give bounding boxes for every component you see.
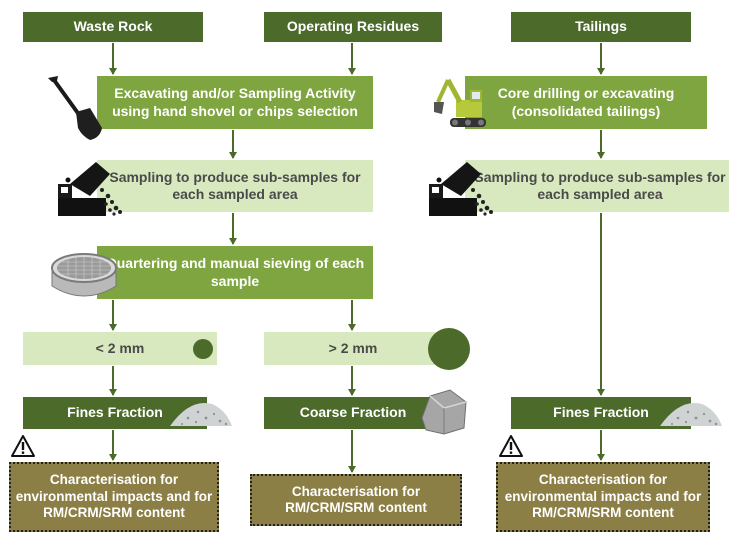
warning-icon bbox=[499, 435, 523, 457]
dump-truck-icon bbox=[429, 162, 493, 216]
small-particle-icon bbox=[193, 339, 213, 359]
tailings-box: Tailings bbox=[511, 12, 691, 42]
core-drilling-box: Core drilling or excavating (consolidate… bbox=[465, 76, 707, 129]
fines-pile-icon bbox=[170, 402, 232, 426]
fines-fraction-right-box: Fines Fraction bbox=[511, 397, 691, 429]
characterisation-env-right-box: Characterisation for environmental impac… bbox=[496, 462, 710, 532]
quartering-box: Quartering and manual sieving of each sa… bbox=[97, 246, 373, 299]
gt-2mm-box: > 2 mm bbox=[264, 332, 442, 365]
sampling-right-box: Sampling to produce sub-samples for each… bbox=[465, 160, 729, 212]
sampling-left-box: Sampling to produce sub-samples for each… bbox=[97, 160, 373, 212]
lt-2mm-box: < 2 mm bbox=[23, 332, 217, 365]
excavator-icon bbox=[434, 78, 486, 127]
sieve-icon bbox=[51, 253, 117, 297]
waste-rock-box: Waste Rock bbox=[23, 12, 203, 42]
warning-icon bbox=[11, 435, 35, 457]
large-particle-icon bbox=[428, 328, 470, 370]
coarse-fraction-box: Coarse Fraction bbox=[264, 397, 442, 429]
shovel-icon bbox=[48, 76, 102, 140]
excavating-box: Excavating and/or Sampling Activity usin… bbox=[97, 76, 373, 129]
operating-residues-box: Operating Residues bbox=[264, 12, 442, 42]
characterisation-env-left-box: Characterisation for environmental impac… bbox=[9, 462, 219, 532]
fines-pile-icon bbox=[660, 402, 722, 426]
dump-truck-icon bbox=[58, 162, 122, 216]
characterisation-rm-box: Characterisation for RM/CRM/SRM content bbox=[250, 474, 462, 526]
coarse-rock-icon bbox=[421, 389, 467, 435]
